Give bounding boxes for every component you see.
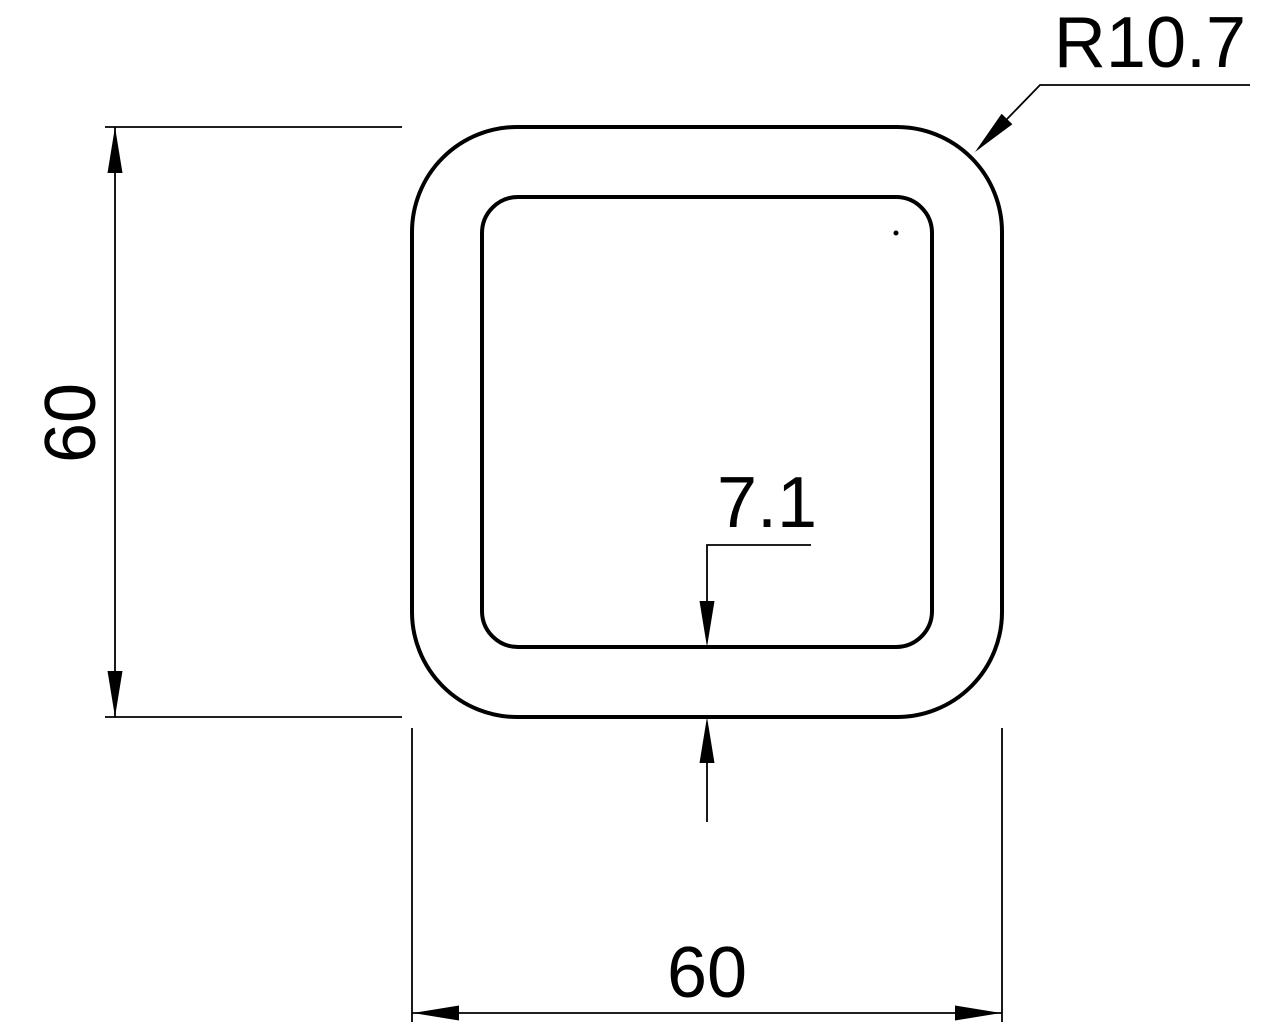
- width-dimension-label: 60: [667, 933, 747, 1013]
- corner-radius-arrow-icon: [975, 113, 1013, 152]
- corner-radius-dimension: R10.7: [975, 3, 1250, 152]
- width-dimension-arrow-left-icon: [413, 1005, 459, 1021]
- wall-thickness-arrow-down-icon: [699, 601, 715, 647]
- height-dimension-label: 60: [31, 383, 111, 463]
- wall-thickness-dimension: 7.1: [699, 463, 817, 822]
- corner-radius-label: R10.7: [1054, 3, 1246, 83]
- height-dimension: 60: [31, 126, 402, 718]
- wall-thickness-arrow-up-icon: [699, 717, 715, 763]
- corner-radius-leader-line: [977, 84, 1250, 150]
- wall-thickness-label: 7.1: [717, 463, 817, 543]
- height-dimension-arrow-down-icon: [107, 671, 123, 717]
- corner-radius-center-dot: [893, 230, 899, 236]
- width-dimension: 60: [411, 728, 1003, 1022]
- height-dimension-arrow-up-icon: [107, 127, 123, 173]
- wall-thickness-leader-line: [706, 544, 811, 615]
- width-dimension-arrow-right-icon: [955, 1005, 1001, 1021]
